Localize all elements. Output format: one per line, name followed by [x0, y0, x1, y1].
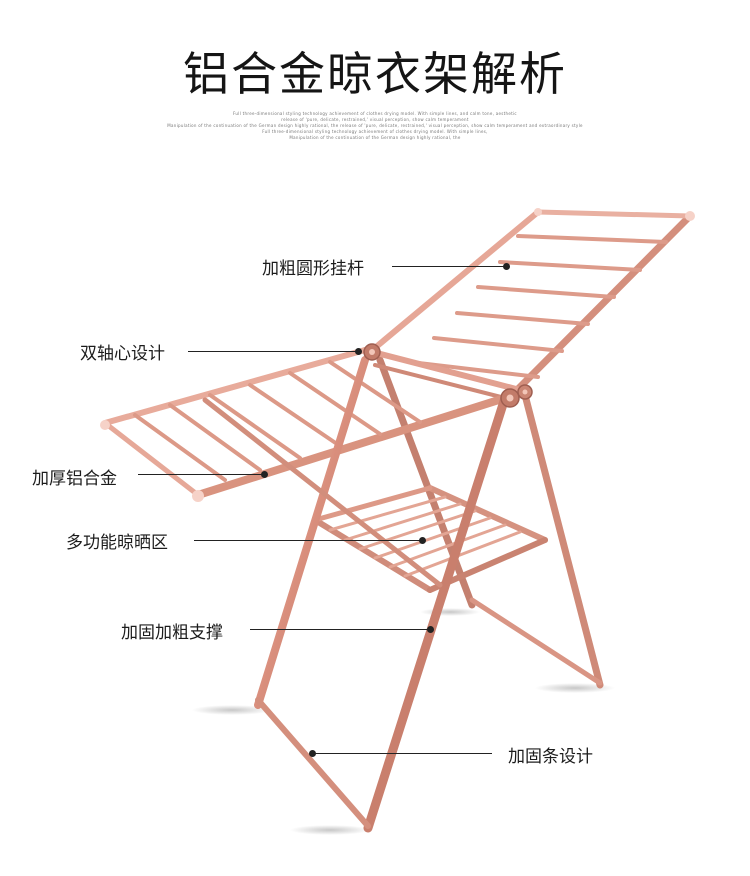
subtitle-line-3: Manipulation of the continuation of the …: [167, 123, 583, 128]
leader-line: [194, 540, 422, 541]
hanging-rod: [328, 360, 422, 424]
rod-end-cap: [100, 420, 110, 430]
shelf-rod: [403, 530, 522, 578]
hanging-rod: [455, 311, 590, 326]
rear-leg: [521, 391, 604, 689]
front-leg: [254, 356, 369, 709]
reinforcement-bar: [255, 697, 371, 829]
center-bar: [373, 363, 507, 400]
pivot-hub-center: [522, 389, 528, 395]
floor-shadow: [192, 705, 272, 715]
leader-line: [188, 351, 358, 352]
callout-label-rods: 加粗圆形挂杆: [262, 259, 364, 279]
shelf-rod: [328, 495, 447, 532]
shelf-frame: [427, 485, 548, 543]
shelf-frame: [312, 485, 433, 523]
subtitle-line-4: Full three-dimensional styling technolog…: [262, 129, 488, 134]
hanging-rod: [432, 336, 564, 353]
leader-line: [312, 753, 492, 754]
wing-end-bar: [535, 209, 693, 219]
callout-label-support: 加固加粗支撑: [121, 623, 223, 643]
subtitle-line-1: Full three-dimensional styling technolog…: [233, 111, 517, 116]
rod-end-cap: [192, 490, 204, 502]
floor-shadow: [535, 683, 615, 693]
diagonal-support: [202, 397, 443, 588]
hanging-rod: [248, 383, 342, 448]
leader-dot: [419, 537, 426, 544]
callout-label-zone: 多功能晾晒区: [66, 533, 168, 553]
subtitle-line-2: release of 'pure, delicate, restrained,'…: [281, 117, 469, 122]
hanging-rod: [208, 393, 302, 460]
leader-line: [138, 474, 264, 475]
pivot-hub-center: [369, 349, 375, 355]
wing-rail: [511, 212, 694, 396]
shelf-frame: [312, 517, 433, 593]
hanging-rod: [168, 403, 262, 472]
center-bar: [362, 347, 523, 393]
leader-dot: [355, 348, 362, 355]
callout-label-axis: 双轴心设计: [80, 344, 165, 364]
floor-shadow: [290, 825, 370, 835]
callout-label-alloy: 加厚铝合金: [32, 469, 117, 489]
wing-rail: [367, 209, 541, 355]
shelf-rod: [358, 509, 477, 551]
rear-base-bar: [469, 597, 603, 686]
hanging-rod: [288, 371, 382, 436]
leader-dot: [427, 626, 434, 633]
subtitle-line-5: Manipulation of the continuation of the …: [289, 135, 461, 140]
wing-rail: [194, 394, 509, 499]
hanging-rod: [516, 234, 668, 244]
leader-dot: [503, 263, 510, 270]
front-leg: [363, 393, 510, 833]
wing-end-bar: [102, 420, 201, 498]
hanging-rod: [498, 260, 642, 272]
leader-dot: [261, 471, 268, 478]
page-title: 铝合金晾衣架解析: [183, 47, 567, 101]
rod-end-cap: [685, 211, 695, 221]
hanging-rod: [133, 413, 227, 482]
rod-end-cap: [534, 208, 542, 216]
leader-line: [250, 629, 430, 630]
pivot-hub-center: [506, 394, 514, 402]
leader-line: [392, 266, 506, 267]
hanging-rod: [476, 285, 616, 299]
shelf-rod: [343, 502, 462, 542]
floor-shadow: [420, 608, 480, 616]
callout-label-bar: 加固条设计: [508, 747, 593, 767]
wing-rail: [102, 347, 368, 426]
leader-dot: [309, 750, 316, 757]
